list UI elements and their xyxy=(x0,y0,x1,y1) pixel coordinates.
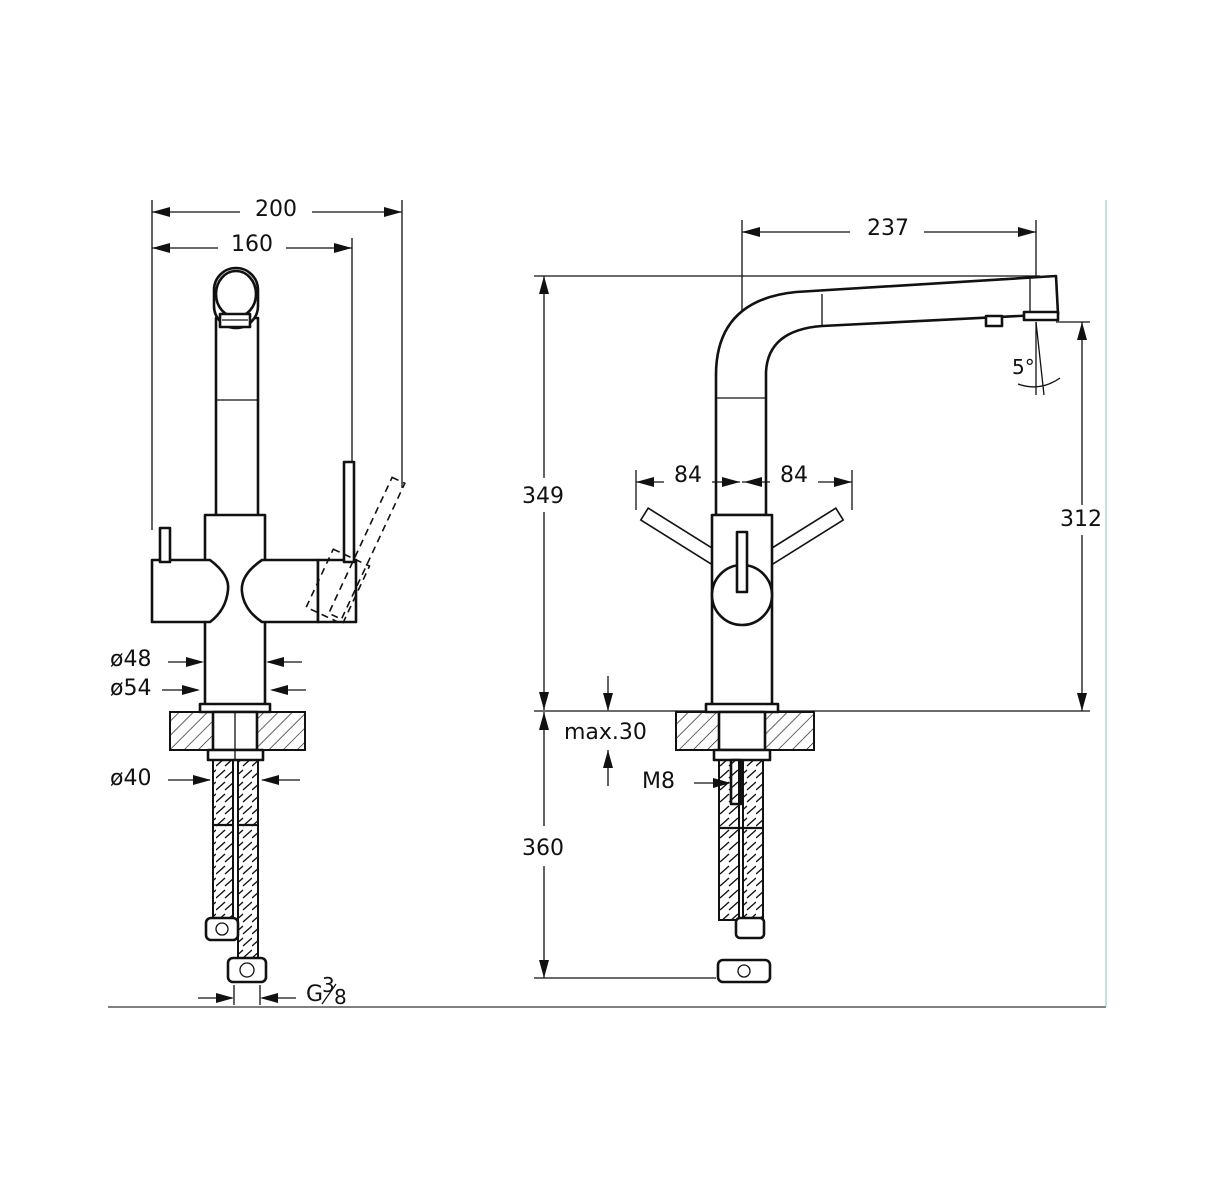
dim-thread-g: G xyxy=(306,982,323,1007)
dim-spout-reach: 237 xyxy=(867,216,909,241)
dim-hose-length: 360 xyxy=(522,836,564,861)
front-view: 200 160 xyxy=(110,197,406,1009)
dim-stud: M8 xyxy=(642,769,675,794)
dim-lever-left: 84 xyxy=(674,463,702,488)
dim-overall-height: 349 xyxy=(522,484,564,509)
dim-body-dia-lower: ø54 xyxy=(110,676,151,701)
side-view: 237 349 312 5° xyxy=(522,216,1102,984)
dim-spout-angle: 5° xyxy=(1012,355,1035,379)
dim-shank-dia: ø40 xyxy=(110,766,151,791)
dim-lever-span: 160 xyxy=(231,232,273,257)
dim-lever-right: 84 xyxy=(780,463,808,488)
dim-max-worktop: max.30 xyxy=(564,720,647,745)
dim-overall-width: 200 xyxy=(255,197,297,222)
dim-thread-num: 3 xyxy=(322,973,335,997)
dim-thread-den: 8 xyxy=(334,985,347,1009)
dim-spout-height: 312 xyxy=(1060,507,1102,532)
dim-body-dia-upper: ø48 xyxy=(110,647,151,672)
